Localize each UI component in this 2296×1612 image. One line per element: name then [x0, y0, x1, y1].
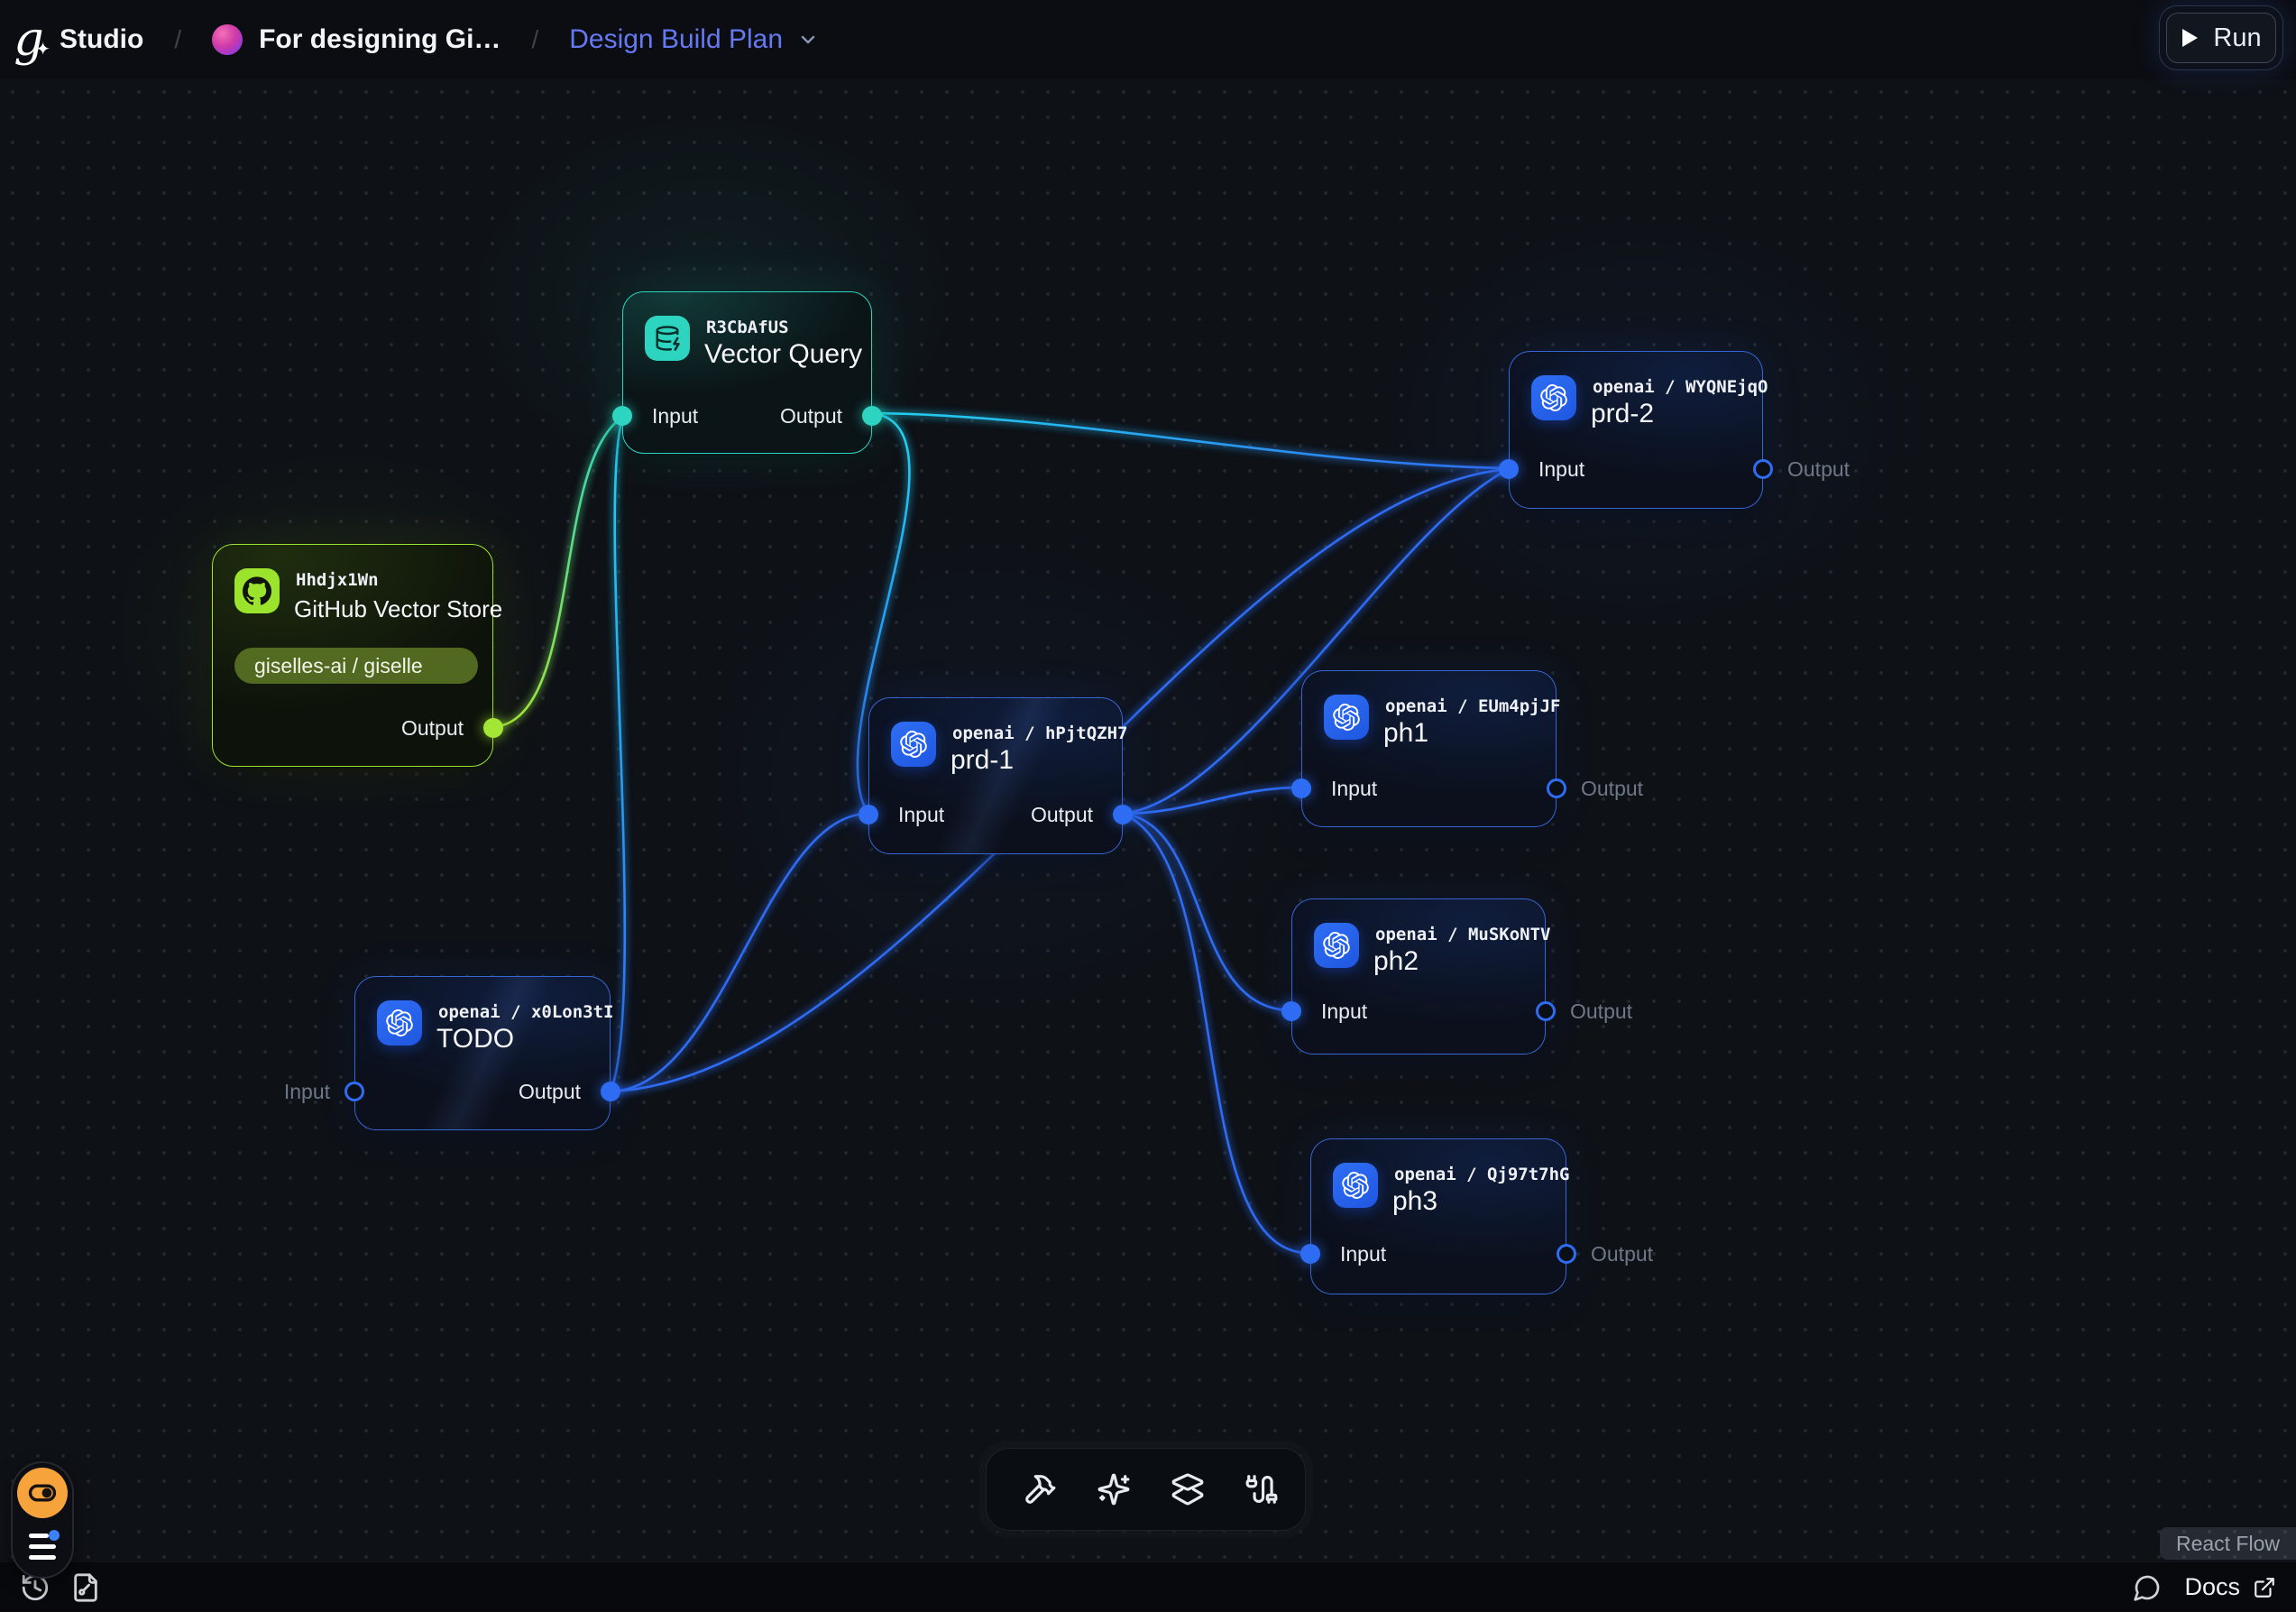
giselle-logo-icon[interactable]: g✦	[0, 0, 58, 79]
input-label: Input	[652, 404, 699, 428]
github-icon	[234, 568, 280, 613]
openai-icon	[891, 722, 936, 767]
output-handle[interactable]	[1547, 778, 1566, 798]
output-label: Output	[1581, 777, 1644, 800]
react-flow-attribution[interactable]: React Flow	[2159, 1527, 2296, 1560]
output-handle[interactable]	[601, 1082, 620, 1101]
layers-icon[interactable]	[1171, 1470, 1205, 1508]
cable-icon[interactable]	[1244, 1470, 1279, 1508]
node-id-label: openai / hPjtQZH7	[952, 723, 1128, 743]
node-ph2[interactable]: openai / MuSKoNTV ph2 Input Output	[1281, 898, 1632, 1055]
openai-icon	[1324, 695, 1369, 740]
notification-dot	[49, 1530, 60, 1541]
node-title: ph3	[1392, 1186, 1438, 1216]
hammer-icon[interactable]	[1023, 1470, 1057, 1508]
input-label: Input	[283, 1080, 330, 1103]
input-handle[interactable]	[859, 805, 878, 824]
node-id-label: openai / WYQNEjqO	[1593, 377, 1768, 397]
run-button-glow: Run	[2159, 5, 2283, 70]
input-handle[interactable]	[344, 1082, 364, 1101]
input-label: Input	[1321, 999, 1368, 1023]
play-icon	[2182, 29, 2199, 47]
node-id-label: openai / EUm4pjJF	[1385, 696, 1561, 716]
node-title: prd-2	[1591, 399, 1655, 428]
output-label: Output	[779, 404, 842, 428]
node-id-label: openai / MuSKoNTV	[1375, 925, 1551, 944]
side-control-capsule	[11, 1461, 74, 1579]
node-ph3[interactable]: openai / Qj97t7hG ph3 Input Output	[1300, 1138, 1653, 1294]
input-label: Input	[1538, 457, 1585, 481]
output-handle[interactable]	[862, 406, 882, 426]
openai-icon	[1333, 1163, 1378, 1208]
input-handle[interactable]	[1281, 1001, 1301, 1021]
node-id-label: Hhdjx1Wn	[296, 570, 379, 590]
input-label: Input	[898, 803, 945, 826]
output-label: Output	[1030, 803, 1093, 826]
workflow-file-icon[interactable]	[69, 1571, 103, 1605]
openai-icon	[377, 1000, 422, 1045]
node-title: ph1	[1383, 718, 1429, 748]
sparkles-icon[interactable]	[1097, 1470, 1131, 1508]
breadcrumb-separator: /	[174, 25, 182, 53]
toolbar-container	[978, 1441, 1313, 1538]
node-title: prd-1	[951, 745, 1015, 775]
run-button[interactable]: Run	[2166, 13, 2276, 63]
output-handle[interactable]	[1536, 1001, 1556, 1021]
output-handle[interactable]	[1113, 805, 1133, 824]
input-handle[interactable]	[612, 406, 632, 426]
logo-spark-icon: ✦	[35, 38, 51, 60]
external-link-icon	[2255, 1577, 2274, 1598]
output-handle[interactable]	[1557, 1244, 1576, 1264]
node-github-vector-store[interactable]: Hhdjx1Wn GitHub Vector Store giselles-ai…	[212, 544, 503, 767]
node-todo[interactable]: openai / x0Lon3tI TODO Input Output	[284, 976, 620, 1130]
studio-label: Studio	[60, 24, 144, 54]
node-id-label: R3CbAfUS	[706, 318, 789, 337]
node-title: GitHub Vector Store	[294, 595, 503, 622]
node-vector-query[interactable]: R3CbAfUS Vector Query Input Output	[612, 291, 882, 454]
chat-bubble-icon[interactable]	[2130, 1571, 2164, 1605]
node-id-label: openai / x0Lon3tI	[438, 1002, 614, 1022]
node-ph1[interactable]: openai / EUm4pjJF ph1 Input Output	[1291, 670, 1643, 827]
top-bar: g✦ Studio / For designing Gi… / Design B…	[0, 0, 2296, 79]
docs-label: Docs	[2184, 1573, 2240, 1600]
node-title: ph2	[1373, 946, 1419, 976]
breadcrumb-separator: /	[531, 25, 539, 53]
node-prd-1[interactable]: openai / hPjtQZH7 prd-1 Input Output	[859, 697, 1133, 854]
output-handle[interactable]	[1753, 459, 1773, 479]
input-handle[interactable]	[1300, 1244, 1320, 1264]
run-label: Run	[2213, 23, 2262, 52]
chevron-down-icon	[801, 35, 815, 44]
flow-name: Design Build Plan	[569, 24, 784, 54]
toggle-eye-icon[interactable]	[17, 1468, 68, 1518]
logo-glyph: g	[14, 13, 44, 67]
output-label: Output	[518, 1080, 581, 1103]
input-handle[interactable]	[1499, 459, 1519, 479]
menu-icon[interactable]	[29, 1530, 60, 1564]
output-label: Output	[400, 716, 464, 740]
node-title: TODO	[436, 1024, 515, 1054]
output-label: Output	[1570, 999, 1633, 1023]
status-bar: Docs	[0, 1562, 2296, 1612]
output-label: Output	[1591, 1242, 1654, 1266]
node-id-label: openai / Qj97t7hG	[1394, 1165, 1570, 1184]
database-zap-icon	[645, 316, 690, 361]
repository-badge: giselles-ai / giselle	[234, 648, 478, 684]
output-handle[interactable]	[483, 718, 503, 738]
input-label: Input	[1340, 1242, 1387, 1266]
node-prd-2[interactable]: openai / WYQNEjqO prd-2 Input Output	[1499, 351, 1850, 509]
docs-link[interactable]: Docs	[2184, 1573, 2276, 1601]
openai-icon	[1314, 923, 1359, 968]
input-handle[interactable]	[1291, 778, 1311, 798]
node-title: Vector Query	[704, 339, 863, 369]
node-toolbar	[986, 1448, 1306, 1531]
project-avatar	[212, 24, 243, 55]
input-label: Input	[1331, 777, 1378, 800]
dot-grid-background	[0, 79, 2296, 1612]
flow-selector[interactable]: Design Build Plan	[569, 24, 819, 55]
breadcrumb-project[interactable]: For designing Gi…	[259, 24, 501, 54]
openai-icon	[1531, 375, 1576, 420]
output-label: Output	[1787, 457, 1851, 481]
